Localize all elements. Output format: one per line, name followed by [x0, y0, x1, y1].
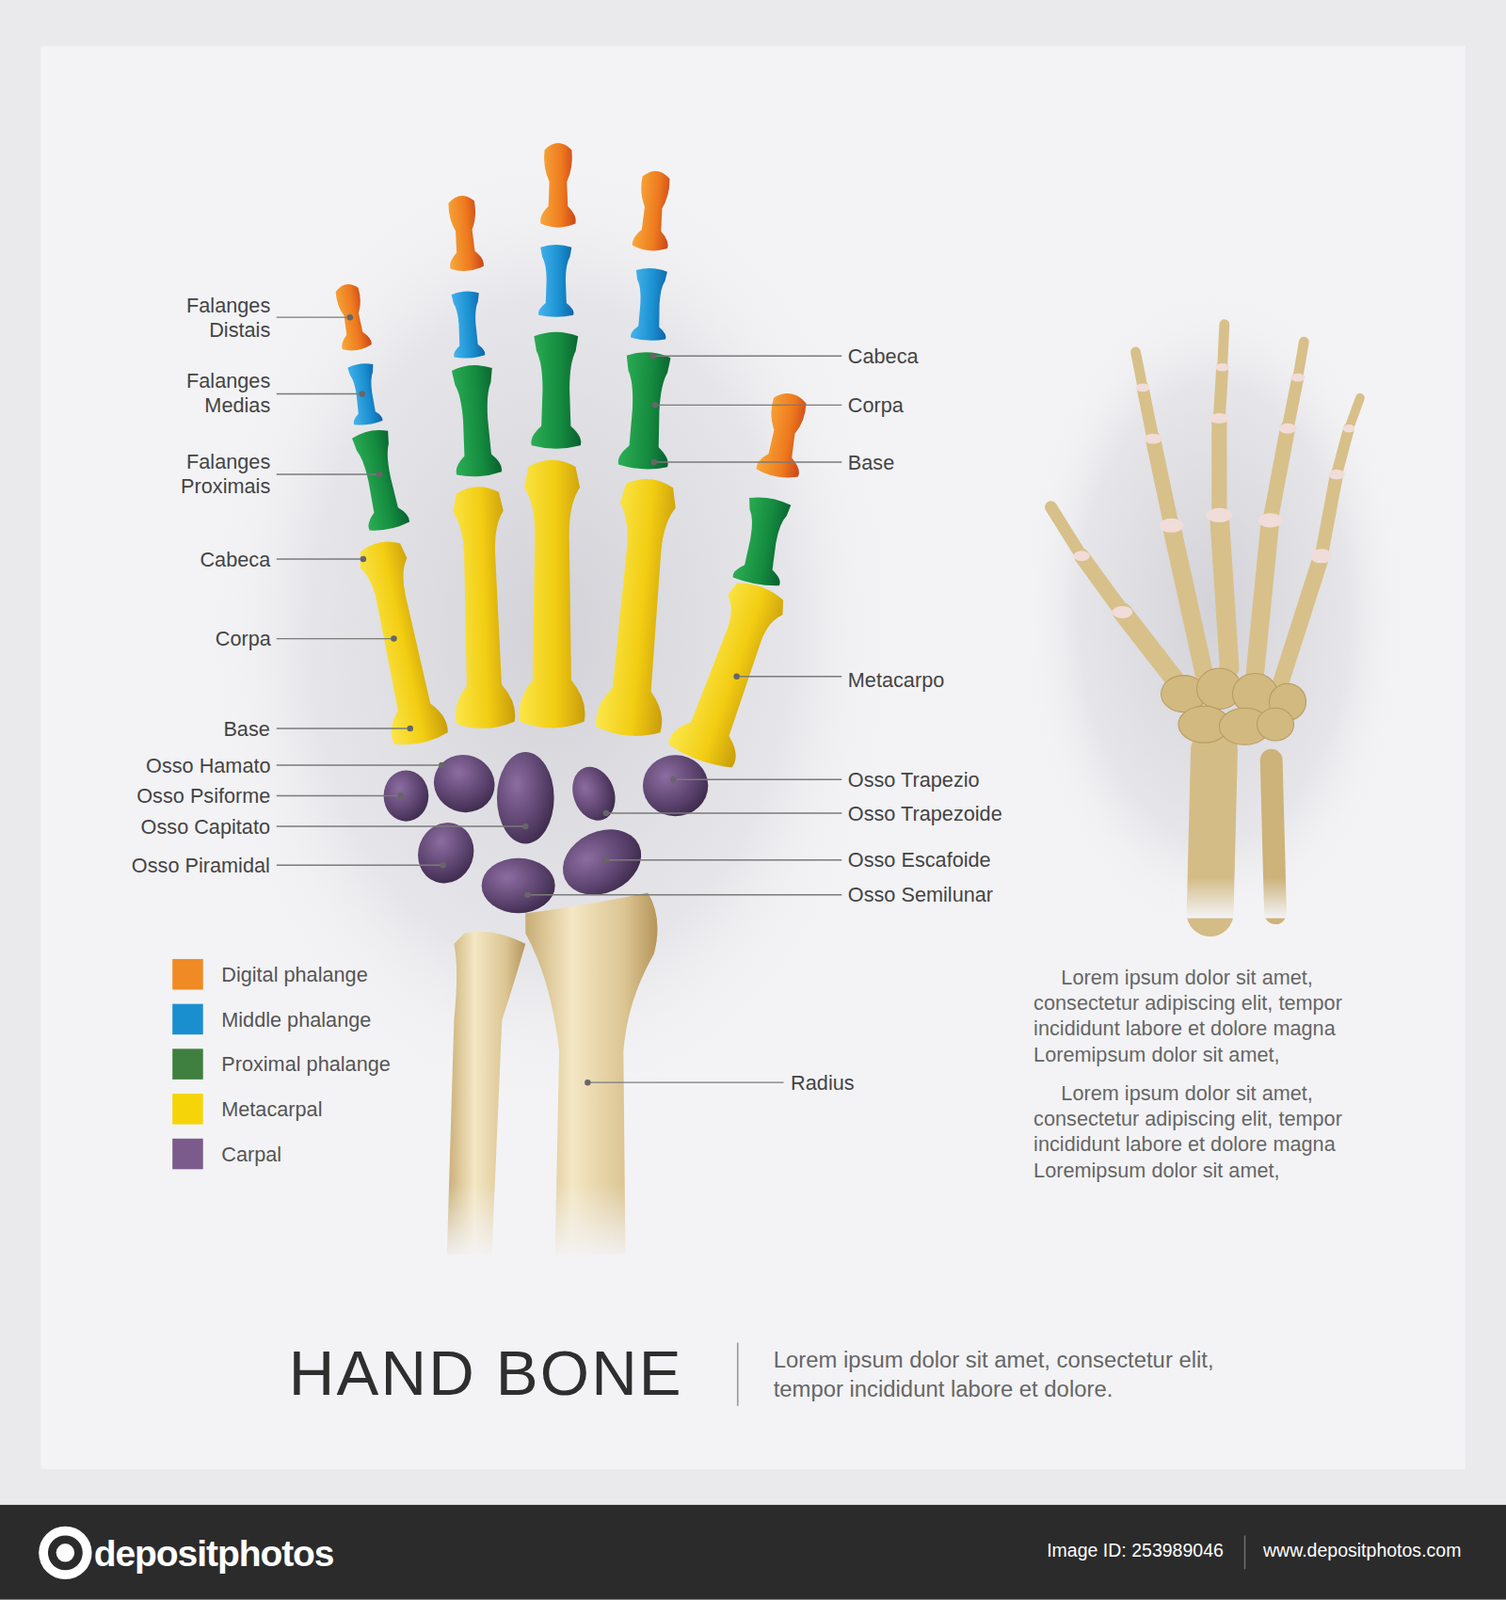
legend-swatch: [172, 959, 204, 991]
title: HAND BONE: [288, 1335, 684, 1412]
legend-swatch: [172, 1004, 204, 1036]
bone-label: Base: [848, 449, 895, 475]
phalanx-label: Falanges Distais: [158, 292, 271, 342]
middle-phalanges: [345, 244, 670, 427]
bone-label: Radius: [790, 1070, 854, 1095]
panel: [40, 46, 1465, 1470]
metacarpal-bones: [352, 460, 795, 772]
distal-phalanges: [331, 143, 813, 481]
footer-logo: [38, 1526, 92, 1580]
leader-dots: [347, 314, 740, 1087]
watermark-url: www.depositphotos.com: [1263, 1540, 1461, 1563]
watermark-id: Image ID: 253989046: [1046, 1540, 1224, 1563]
bone-label: Cabeca: [199, 546, 271, 572]
legend-label: Metacarpal: [221, 1096, 322, 1122]
footer-bar: [0, 1505, 1506, 1600]
legend-swatch: [172, 1048, 204, 1080]
legend-swatch: [172, 1138, 204, 1170]
carpal-label: Osso Semilunar: [848, 882, 994, 908]
bone-label: Base: [223, 716, 270, 741]
forearm-bones: [428, 893, 657, 1261]
carpal-label: Osso Psiforme: [136, 784, 271, 809]
metacarpal-label: Metacarpo: [848, 667, 945, 692]
title-divider: [736, 1343, 739, 1407]
phalanx-label: Falanges Proximais: [158, 448, 271, 498]
carpal-label: Osso Trapezio: [848, 767, 980, 792]
legend-label: Carpal: [221, 1141, 282, 1167]
footer-divider: [1244, 1535, 1246, 1570]
bone-label: Corpa: [215, 626, 272, 652]
caption: Lorem ipsum dolor sit amet, consectetur …: [773, 1345, 1253, 1405]
legend-label: Middle phalange: [221, 1007, 371, 1032]
carpal-label: Osso Escafoide: [848, 848, 992, 873]
body-text: Lorem ipsum dolor sit amet, consectetur …: [1033, 964, 1386, 1068]
small-hand-skeleton: [1051, 324, 1361, 919]
phalanx-label: Falanges Medias: [158, 368, 271, 417]
proximal-phalanges: [349, 332, 795, 589]
bone-label: Corpa: [848, 392, 904, 417]
bone-label: Cabeca: [848, 343, 919, 369]
body-text: Lorem ipsum dolor sit amet, consectetur …: [1033, 1080, 1386, 1184]
carpal-label: Osso Capitato: [141, 814, 271, 839]
carpal-label: Osso Trapezoide: [848, 801, 1003, 826]
legend-swatch: [172, 1093, 204, 1125]
carpal-bones: [384, 746, 709, 914]
watermark-logo: depositphotos: [94, 1531, 335, 1576]
carpal-label: Osso Hamato: [145, 753, 272, 778]
legend-label: Proximal phalange: [221, 1052, 391, 1077]
shadow-glow: [1020, 286, 1409, 940]
legend-label: Digital phalange: [221, 961, 368, 987]
carpal-label: Osso Piramidal: [131, 852, 271, 878]
